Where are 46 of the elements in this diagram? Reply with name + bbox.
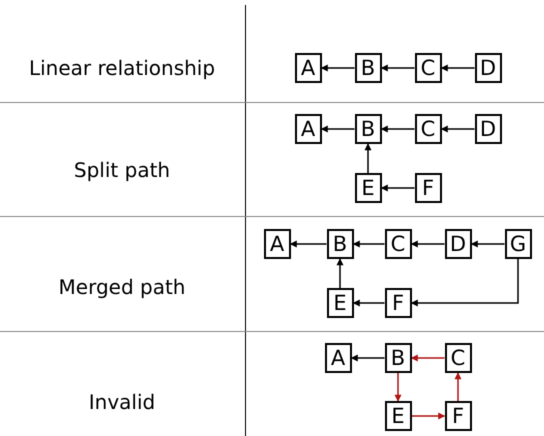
arrow <box>410 354 444 362</box>
arrow <box>336 258 344 288</box>
letter-box: C <box>384 229 412 259</box>
letter-box: B <box>326 229 354 259</box>
arrow <box>410 259 519 306</box>
letter-box: C <box>444 343 472 373</box>
arrow <box>380 184 414 192</box>
arrow <box>440 126 474 132</box>
arrow <box>440 64 474 72</box>
arrow <box>380 126 414 132</box>
letter-box: A <box>294 53 322 83</box>
arrow <box>412 412 446 420</box>
arrow <box>350 354 384 362</box>
letter-box: B <box>354 114 382 144</box>
arrow <box>364 143 372 173</box>
arrow <box>352 240 384 248</box>
arrow <box>454 372 462 401</box>
row-label: Split path <box>74 158 170 182</box>
letter-box: E <box>326 288 354 318</box>
letter-box: B <box>354 53 382 83</box>
arrow <box>290 240 326 248</box>
letter-box: C <box>414 114 442 144</box>
arrow <box>394 373 402 402</box>
arrow <box>352 300 384 306</box>
letter-box: A <box>264 229 290 259</box>
arrow <box>470 240 504 248</box>
letter-box: B <box>384 343 412 373</box>
letter-box: F <box>384 288 412 318</box>
letter-box: F <box>444 401 472 431</box>
row-label: Invalid <box>88 390 156 414</box>
letter-box: D <box>474 53 502 83</box>
arrow <box>320 64 354 72</box>
row-label: Merged path <box>58 275 186 299</box>
arrow <box>410 240 444 248</box>
letter-box: E <box>354 173 382 203</box>
arrow <box>320 126 354 132</box>
letter-box: E <box>384 401 412 431</box>
letter-box: A <box>324 343 352 373</box>
letter-box: D <box>444 229 472 259</box>
letter-box: A <box>294 114 322 144</box>
arrow <box>380 64 414 72</box>
letter-box: D <box>474 114 502 144</box>
letter-box: G <box>504 229 532 259</box>
letter-box: F <box>414 173 442 203</box>
letter-box: C <box>414 53 442 83</box>
row-label: Linear relationship <box>28 56 216 80</box>
